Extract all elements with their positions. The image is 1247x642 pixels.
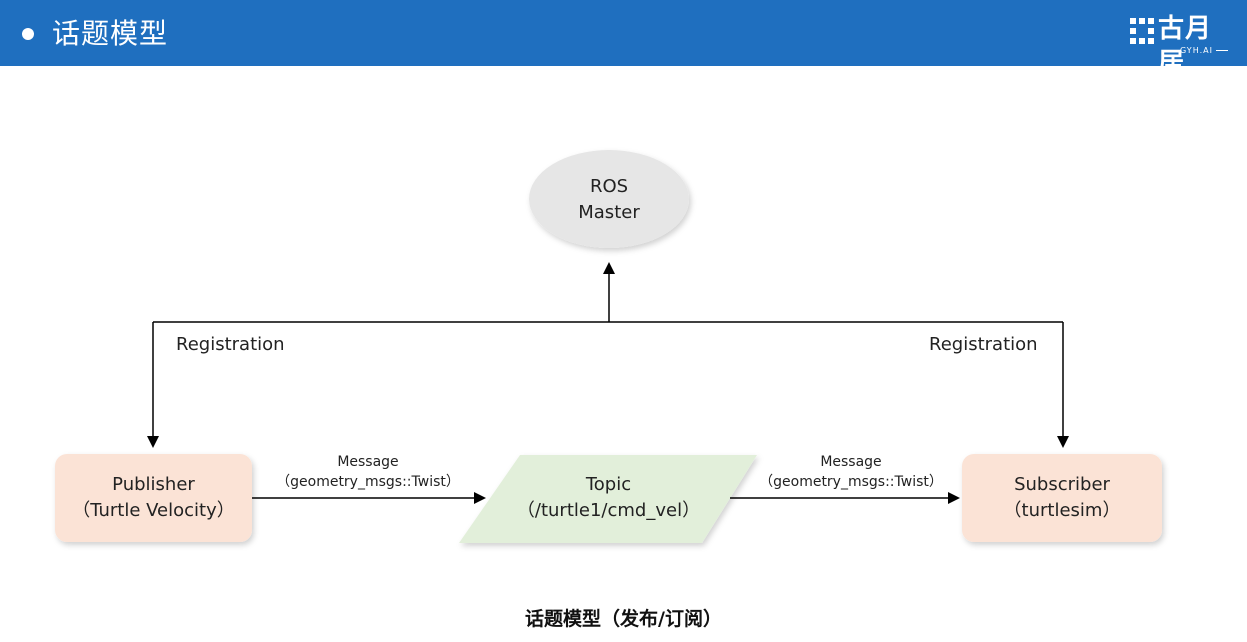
message-left-label: Message （geometry_msgs::Twist） — [252, 452, 484, 492]
topic-node — [459, 455, 757, 543]
topic-line1: Topic — [585, 474, 632, 495]
ros-master-label: ROS Master — [529, 174, 689, 226]
page-title: 话题模型 — [52, 17, 169, 50]
registration-left-label: Registration — [176, 334, 285, 355]
subscriber-label: Subscriber （turtlesim） — [962, 472, 1162, 524]
ros-master-node — [529, 150, 689, 248]
publisher-label: Publisher （Turtle Velocity） — [55, 472, 252, 524]
message-right-label: Message （geometry_msgs::Twist） — [736, 452, 966, 492]
topic-line2: （/turtle1/cmd_vel） — [516, 500, 701, 521]
topic-label: Topic （/turtle1/cmd_vel） — [480, 472, 737, 524]
registration-right-label: Registration — [929, 334, 1038, 355]
message-left-line1: Message — [337, 454, 399, 470]
ros-master-line2: Master — [578, 202, 640, 223]
brand-logo: 古月居 GYH.AI — [1128, 12, 1238, 78]
subscriber-line2: （turtlesim） — [1003, 500, 1121, 521]
publisher-line1: Publisher — [112, 474, 195, 495]
bullet-dot-icon — [22, 28, 34, 40]
publisher-node — [55, 454, 252, 542]
logo-subtext: GYH.AI — [1162, 46, 1231, 56]
subscriber-line1: Subscriber — [1014, 474, 1110, 495]
logo-mark-icon — [1130, 18, 1154, 44]
message-left-line2: （geometry_msgs::Twist） — [276, 474, 460, 490]
header-bar: 话题模型 古月居 GYH.AI — [0, 0, 1247, 78]
subscriber-node — [962, 454, 1162, 542]
publisher-line2: （Turtle Velocity） — [72, 500, 235, 521]
message-right-line2: （geometry_msgs::Twist） — [759, 474, 943, 490]
ros-master-line1: ROS — [589, 176, 629, 197]
figure-caption: 话题模型（发布/订阅） — [525, 608, 722, 630]
message-right-line1: Message — [820, 454, 882, 470]
